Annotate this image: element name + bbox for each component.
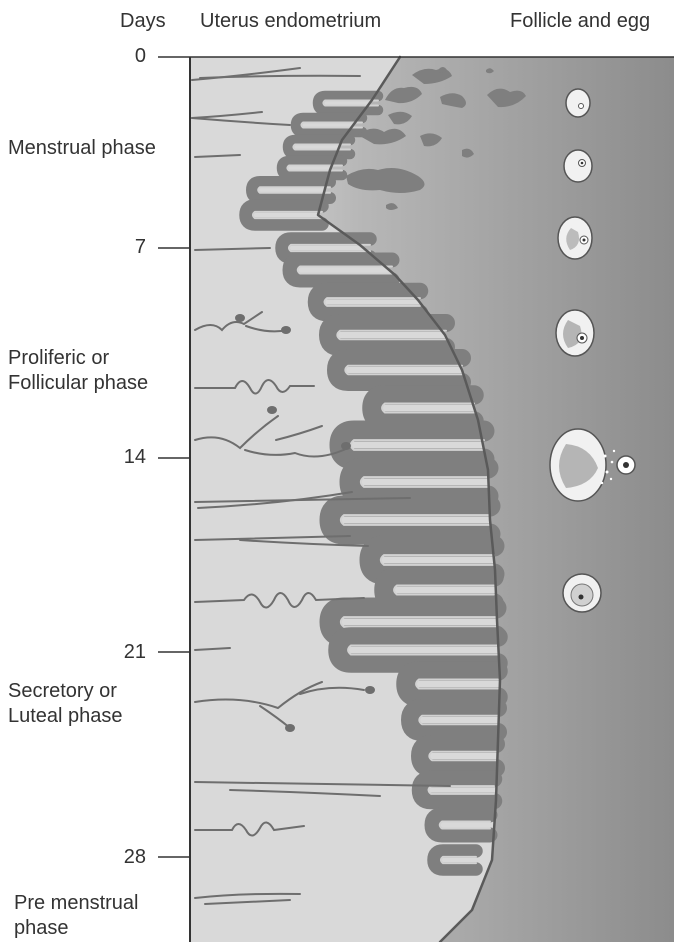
- phase-follicular-line2: Follicular phase: [8, 371, 148, 396]
- corpus-luteum-icon: [563, 574, 601, 612]
- uterus-header: Uterus endometrium: [200, 9, 381, 34]
- day-label-21: 21: [106, 640, 146, 665]
- phase-luteal-line2: Luteal phase: [8, 704, 123, 729]
- vessel-bulb: [281, 326, 291, 334]
- vessel-bulb: [341, 442, 351, 450]
- vessel-bulb: [285, 724, 295, 732]
- day-label-7: 7: [106, 235, 146, 260]
- phase-luteal-line1: Secretory or: [8, 679, 123, 704]
- phase-premenstrual: Pre menstrual phase: [14, 891, 139, 941]
- follicle-stage-icon: [556, 310, 594, 356]
- follicle-stage-icon: [566, 89, 590, 117]
- day-label-28: 28: [106, 845, 146, 870]
- phase-premenstrual-line2: phase: [14, 916, 139, 941]
- phase-follicular: Proliferic or Follicular phase: [8, 346, 148, 396]
- phase-menstrual: Menstrual phase: [8, 136, 156, 161]
- vessel-bulb: [235, 314, 245, 322]
- follicle-stage-icon: [564, 150, 592, 182]
- phase-menstrual-line1: Menstrual phase: [8, 136, 156, 161]
- day-label-14: 14: [106, 445, 146, 470]
- follicle-stage-icon: [558, 217, 592, 259]
- follicle-header: Follicle and egg: [510, 9, 650, 34]
- phase-follicular-line1: Proliferic or: [8, 346, 148, 371]
- vessel-bulb: [267, 406, 277, 414]
- vessel-bulb: [365, 686, 375, 694]
- phase-premenstrual-line1: Pre menstrual: [14, 891, 139, 916]
- day-label-0: 0: [106, 44, 146, 69]
- days-header: Days: [120, 9, 166, 34]
- phase-luteal: Secretory or Luteal phase: [8, 679, 123, 729]
